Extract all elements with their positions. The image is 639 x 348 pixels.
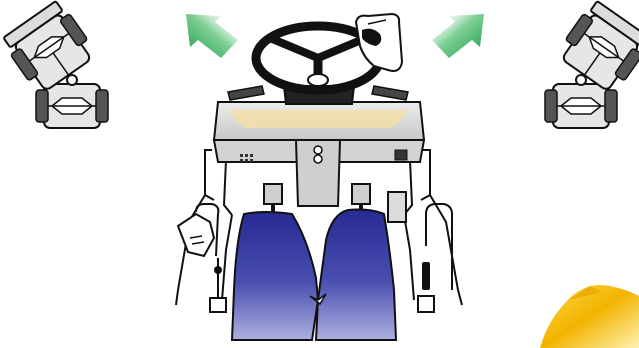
loader-bucket-icon — [540, 285, 639, 348]
hand-on-wheel-icon — [356, 14, 402, 71]
arrow-up-right-icon — [432, 14, 484, 58]
dashboard-panel — [214, 102, 424, 206]
operator-legs — [232, 210, 396, 341]
arrow-up-left-icon — [186, 14, 238, 58]
articulated-loader-turn-left-icon — [0, 0, 108, 128]
right-lever-icon — [418, 204, 452, 312]
articulated-loader-turn-right-icon — [545, 0, 639, 128]
left-lever-icon — [178, 204, 226, 312]
